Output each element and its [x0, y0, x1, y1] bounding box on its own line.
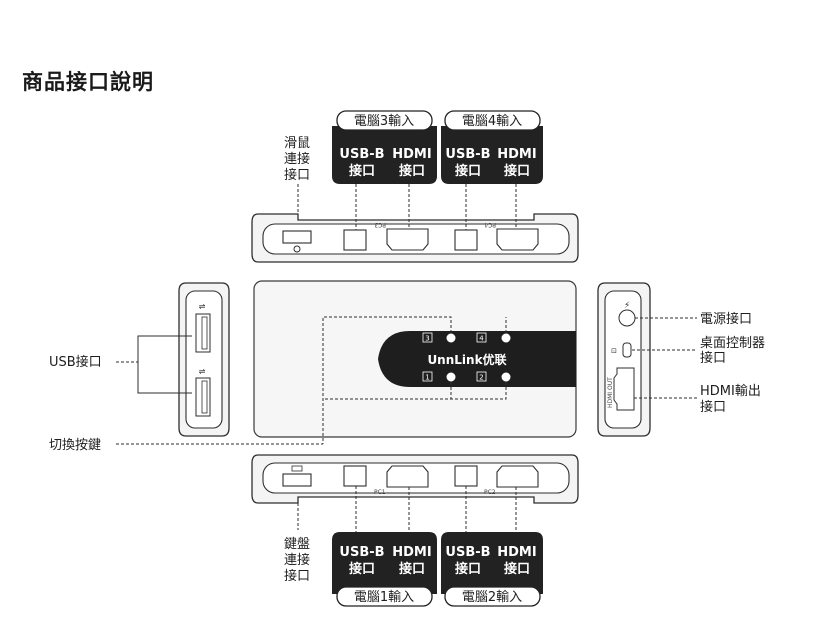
pc1-hdmi-port-word: 接口: [399, 561, 425, 577]
pc3-usb-b-port: [343, 229, 367, 251]
pc1-usb-b-text: USB-B: [339, 545, 384, 560]
desktop-control-label-1: 桌面控制器: [700, 336, 765, 351]
pc3-marking: PC3: [374, 221, 386, 228]
hdmi-out-marking: HDMI OUT: [607, 377, 614, 408]
left-panel: ⇌ ⇌: [178, 282, 230, 437]
pc2-usb-port-word: 接口: [455, 561, 481, 577]
pc1-hdmi-text: HDMI: [392, 545, 431, 560]
mouse-icon: [293, 245, 301, 253]
svg-text:鍵盤: 鍵盤: [284, 536, 310, 552]
svg-text:接口: 接口: [284, 568, 310, 584]
pc1-callout: 電腦1輸入 USB-B HDMI 接口 接口: [332, 532, 437, 607]
pc2-input-label: 電腦2輸入: [462, 590, 522, 605]
pc2-hdmi-text: HDMI: [497, 545, 536, 560]
switch-button-1[interactable]: [445, 371, 457, 383]
pc3-usb-port-word: 接口: [349, 163, 375, 179]
pc1-hdmi-port: [386, 465, 429, 488]
desktop-controller-port: [622, 342, 632, 358]
svg-text:接口: 接口: [284, 167, 310, 183]
usb-leaders: [116, 335, 192, 394]
button-1-number: 1: [425, 374, 429, 382]
pc1-marking: PC1: [374, 489, 386, 496]
device-top-view: UnnLink优联 3 4 1 2: [253, 280, 577, 444]
pc4-usb-b-text: USB-B: [445, 147, 490, 162]
top-leaders: [297, 184, 517, 230]
pc2-hdmi-port: [496, 465, 539, 488]
usb-port-label: USB接口: [49, 354, 102, 370]
pc2-hdmi-port-word: 接口: [504, 561, 530, 577]
switch-button-label: 切換按鍵: [49, 437, 101, 453]
pc3-hdmi-port: [386, 228, 429, 251]
bottom-panel: PC1 PC2: [251, 454, 579, 504]
keyboard-icon: [291, 465, 303, 472]
svg-text:連接: 連接: [284, 552, 310, 568]
pc3-input-label: 電腦3輸入: [354, 114, 414, 129]
switch-button-2[interactable]: [500, 371, 512, 383]
right-leaders: [632, 317, 697, 399]
pc3-callout: 電腦3輸入 USB-B HDMI 接口 接口: [332, 110, 437, 184]
button-4-number: 4: [479, 335, 484, 343]
pc4-usb-b-port: [454, 229, 478, 251]
button-2-number: 2: [479, 374, 483, 382]
hdmi-output-label-1: HDMI輸出: [700, 384, 761, 399]
pc4-hdmi-text: HDMI: [497, 147, 536, 162]
pc4-callout: 電腦4輸入 USB-B HDMI 接口 接口: [441, 110, 543, 184]
pc2-callout: 電腦2輸入 USB-B HDMI 接口 接口: [441, 532, 543, 607]
usb-icon: ⇌: [199, 302, 206, 311]
pc4-usb-port-word: 接口: [455, 163, 481, 179]
keyboard-usb-port: [282, 473, 312, 487]
pc3-hdmi-port-word: 接口: [399, 163, 425, 179]
page-title: 商品接口說明: [22, 70, 154, 94]
pc1-usb-port-word: 接口: [349, 561, 375, 577]
power-port-label: 電源接口: [700, 311, 752, 327]
pc4-hdmi-port: [496, 228, 539, 251]
hdmi-output-label-2: 接口: [700, 399, 726, 415]
keyboard-port-label: 鍵盤 連接 接口: [284, 536, 310, 584]
button-3-number: 3: [425, 335, 429, 343]
pc3-usb-b-text: USB-B: [339, 147, 384, 162]
switch-button-4[interactable]: [500, 332, 512, 344]
desktop-controller-icon: ⊡: [611, 347, 617, 355]
switch-button-3[interactable]: [445, 332, 457, 344]
svg-text:滑鼠: 滑鼠: [284, 136, 310, 151]
svg-text:連接: 連接: [284, 151, 310, 167]
mouse-usb-port: [282, 230, 312, 244]
power-bolt-icon: ⚡: [624, 301, 630, 311]
pc4-input-label: 電腦4輸入: [462, 114, 522, 129]
usb-port-1: [195, 313, 211, 353]
pc3-hdmi-text: HDMI: [392, 147, 431, 162]
pc2-usb-b-port: [454, 465, 478, 487]
hdmi-output-port: [613, 367, 635, 411]
top-panel: PC3 PC4: [251, 213, 579, 263]
right-panel: ⚡ ⊡ HDMI OUT: [597, 282, 651, 437]
bottom-leaders: [297, 486, 517, 532]
pc2-marking: PC2: [484, 489, 496, 496]
power-port: [618, 309, 636, 327]
usb-port-2: [195, 377, 211, 417]
pc2-usb-b-text: USB-B: [445, 545, 490, 560]
usb-icon-2: ⇌: [199, 367, 206, 376]
pc1-input-label: 電腦1輸入: [354, 590, 414, 605]
desktop-control-label-2: 接口: [700, 350, 726, 366]
pc1-usb-b-port: [343, 465, 367, 487]
mouse-port-label: 滑鼠 連接 接口: [284, 136, 310, 183]
pc4-marking: PC4: [484, 221, 496, 228]
pc4-hdmi-port-word: 接口: [504, 163, 530, 179]
brand-logo: UnnLink优联: [427, 352, 506, 367]
